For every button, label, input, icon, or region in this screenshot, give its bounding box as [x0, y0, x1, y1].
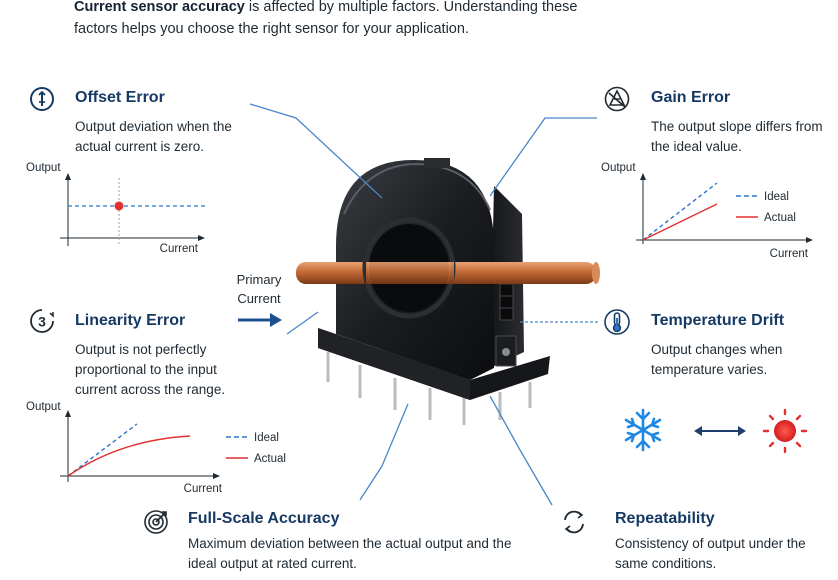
temperature-title: Temperature Drift	[651, 312, 785, 329]
fullscale-desc: Maximum deviation between the actual out…	[188, 536, 512, 571]
primary-current-label: Primary Current	[231, 270, 287, 308]
offset-desc: Output deviation when the actual current…	[75, 119, 232, 154]
temperature-desc: Output changes when temperature varies.	[651, 342, 783, 377]
primary-line2: Current	[237, 291, 281, 306]
number-three-icon: 3	[30, 309, 54, 333]
gain-legend-actual: Actual	[764, 212, 796, 224]
repeat-desc: Consistency of output under the same con…	[615, 536, 806, 571]
linearity-legend-ideal: Ideal	[254, 432, 279, 444]
current-sensor-illustration	[296, 158, 600, 425]
fullscale-title: Full-Scale Accuracy	[188, 510, 340, 527]
linearity-ideal-line	[67, 423, 138, 477]
gain-title: Gain Error	[651, 89, 731, 106]
gain-icon-wrap	[604, 86, 630, 117]
cycle-arrows-icon	[564, 510, 584, 534]
gain-chart: Output Ideal Actual Current	[601, 162, 813, 260]
intro-text: Current sensor accuracy is affected by m…	[74, 0, 594, 40]
linearity-x-label: Current	[184, 483, 223, 495]
offset-icon-wrap	[29, 86, 55, 117]
leader-gain	[489, 117, 597, 197]
intro-rest: is affected by multiple factors. Underst…	[74, 0, 578, 37]
offset-y-label: Output	[26, 162, 61, 174]
gain-desc: The output slope differs from the ideal …	[651, 119, 823, 154]
linearity-icon-wrap: 3	[29, 308, 55, 339]
gain-actual-line	[642, 203, 718, 241]
offset-x-label: Current	[160, 243, 199, 255]
leader-fullscale	[359, 403, 409, 501]
target-icon	[144, 510, 168, 534]
linearity-actual-curve	[67, 435, 191, 477]
offset-gauge-icon	[30, 87, 54, 111]
leader-offset	[249, 103, 383, 199]
gain-x-label: Current	[770, 248, 809, 260]
linearity-legend-actual: Actual	[254, 453, 286, 465]
snowflake-icon	[624, 408, 662, 452]
intro-bold: Current sensor accuracy	[74, 0, 245, 15]
thermometer-icon	[604, 309, 630, 335]
svg-text:3: 3	[38, 314, 46, 330]
gain-ideal-line	[642, 182, 718, 241]
double-arrow-icon	[694, 426, 746, 436]
temperature-icon-wrap	[604, 309, 630, 340]
linearity-desc: Output is not perfectly proportional to …	[75, 342, 226, 397]
gain-legend-ideal: Ideal	[764, 191, 789, 203]
offset-point	[114, 201, 124, 211]
offset-title: Offset Error	[75, 89, 165, 106]
leader-lines	[249, 103, 598, 506]
linearity-y-label: Output	[26, 401, 61, 413]
leader-linearity	[286, 311, 319, 335]
gain-triangle-icon	[604, 86, 630, 112]
repeat-icon-wrap	[561, 509, 587, 540]
linearity-title: Linearity Error	[75, 312, 186, 329]
offset-chart: Output Current	[26, 162, 208, 255]
primary-line1: Primary	[236, 272, 282, 287]
primary-current-arrow	[238, 313, 282, 327]
leader-repeat	[489, 395, 553, 506]
gain-y-label: Output	[601, 162, 636, 174]
repeat-title: Repeatability	[615, 510, 715, 527]
linearity-chart: Output Ideal Actual Current	[26, 401, 286, 495]
fullscale-icon-wrap	[143, 509, 169, 540]
sun-icon	[762, 408, 808, 454]
